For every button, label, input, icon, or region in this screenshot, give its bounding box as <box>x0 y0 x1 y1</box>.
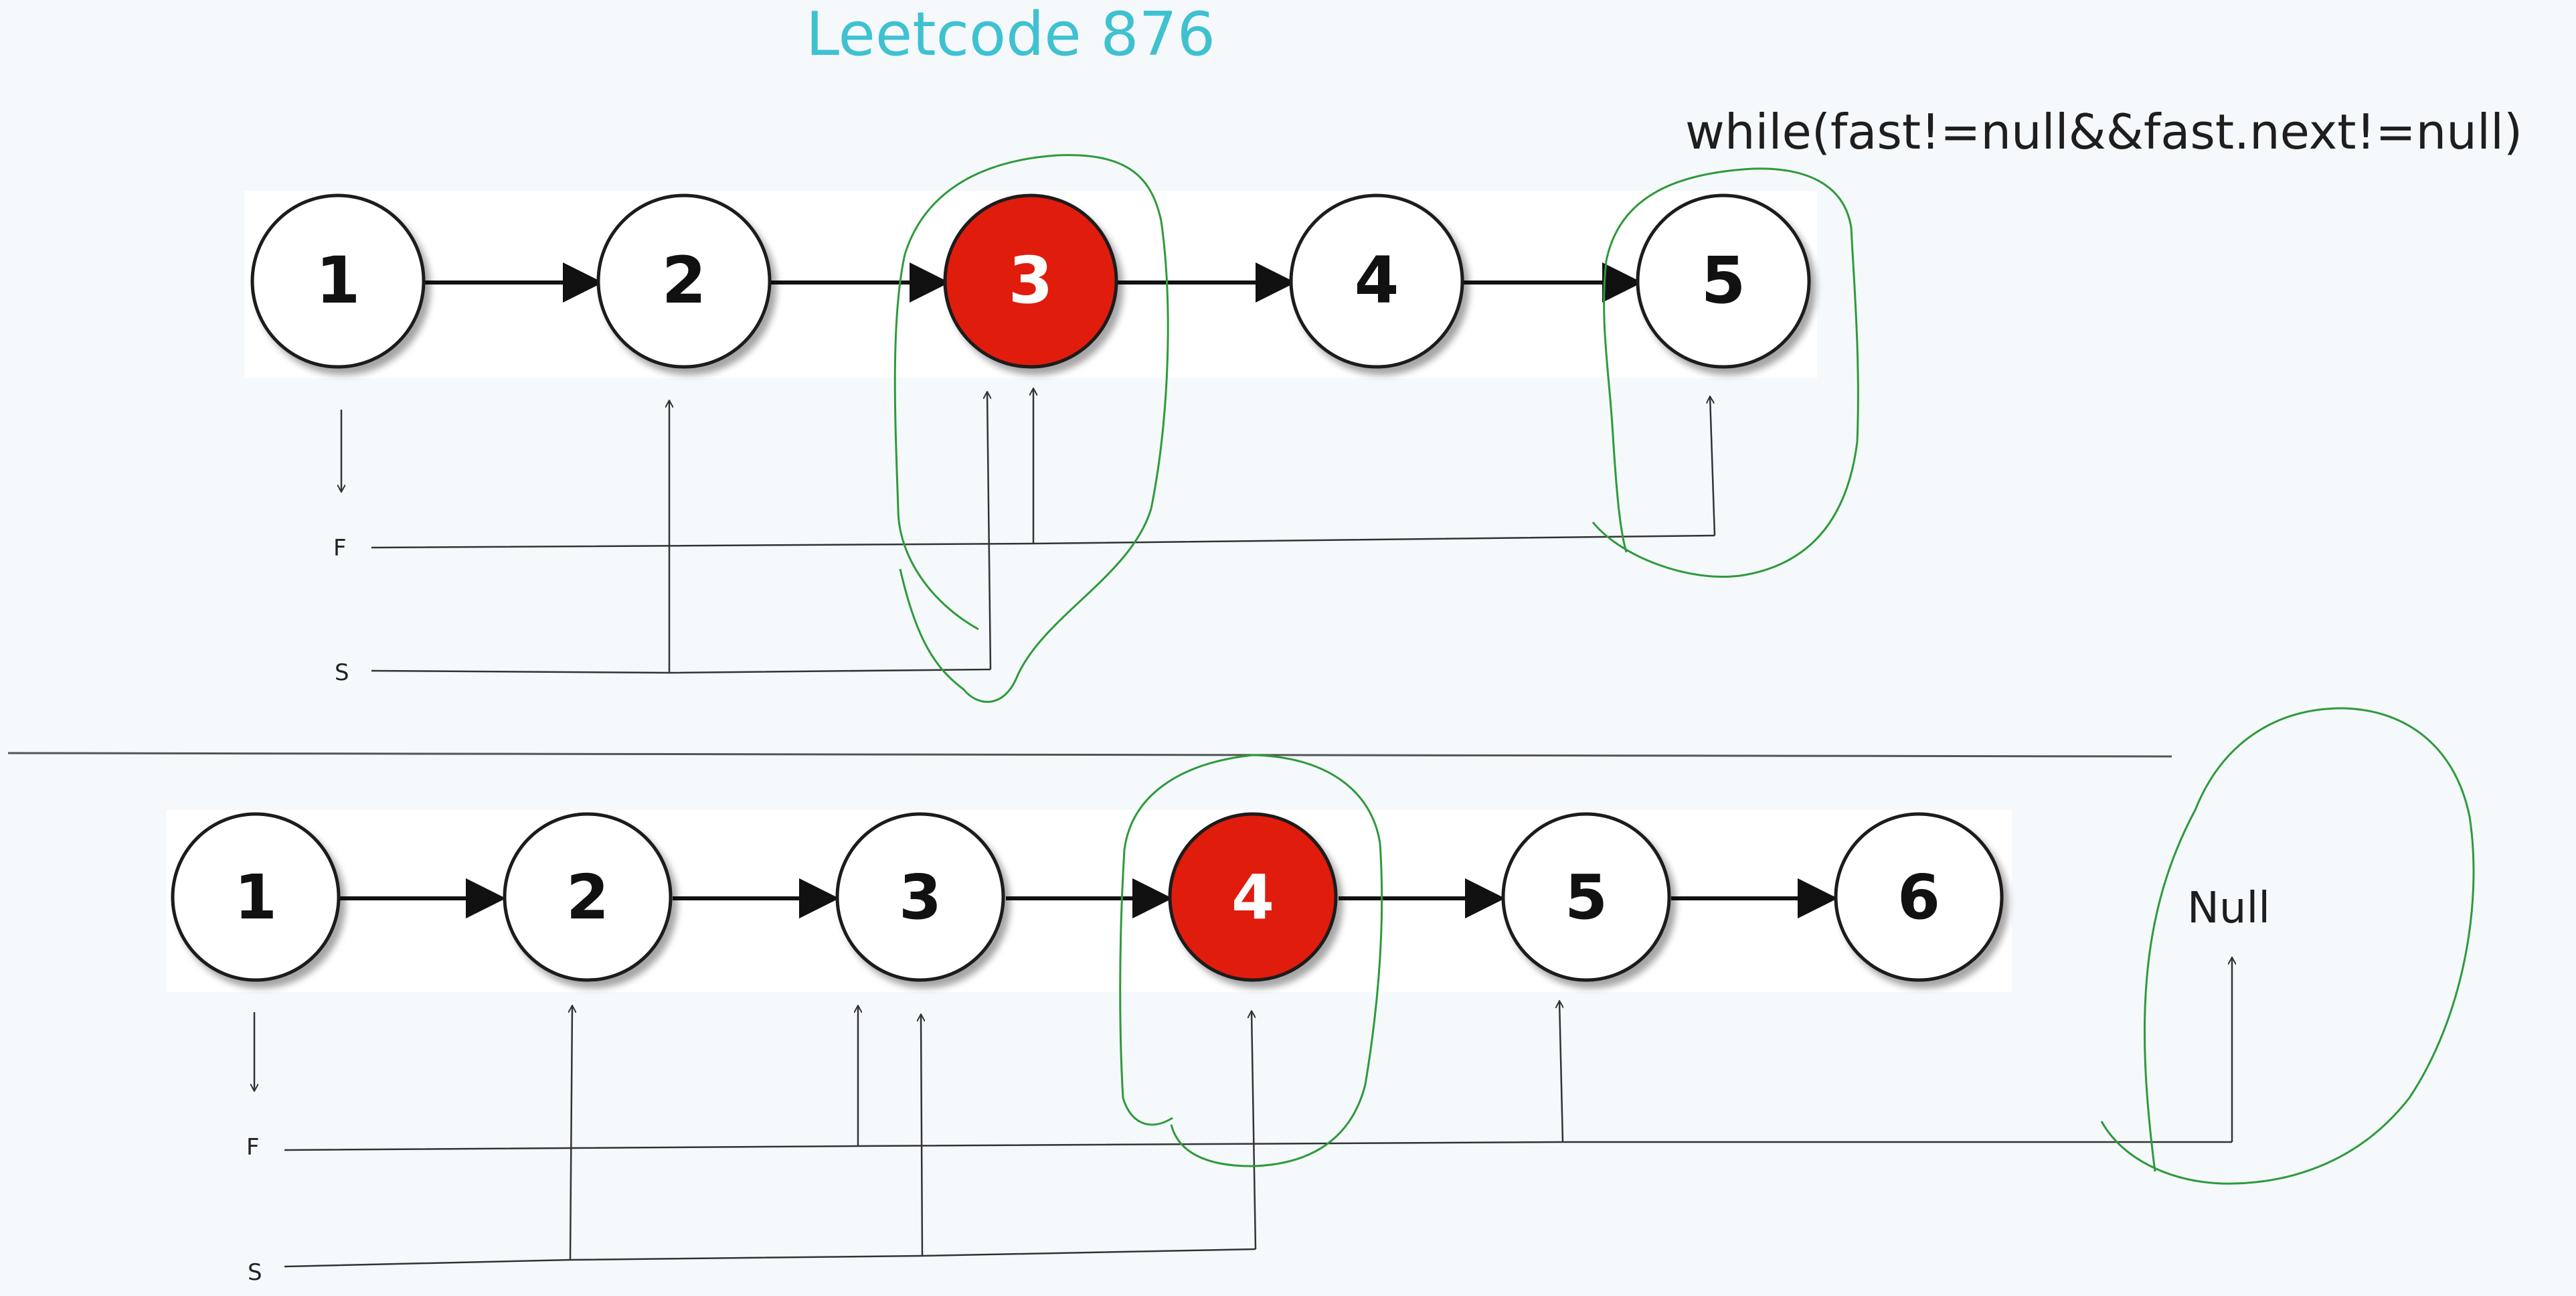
top-pointer-traces <box>341 388 1716 674</box>
slow-label: S <box>248 1259 262 1286</box>
node-value: 6 <box>1897 862 1940 933</box>
node-value: 3 <box>899 862 942 933</box>
arrow-up-icon <box>570 1005 572 1261</box>
annotation-circle <box>893 154 1169 703</box>
arrow-up-icon <box>987 392 992 670</box>
node-value: 5 <box>1701 243 1746 318</box>
list-node-middle: 3 <box>943 193 1118 369</box>
list-node: 1 <box>171 812 341 982</box>
node-value: 4 <box>1231 862 1274 933</box>
arrow-up-icon <box>921 1014 922 1257</box>
bottom-pointer-traces <box>254 957 2232 1268</box>
loop-condition: while(fast!=null&&fast.next!=null) <box>1685 104 2522 160</box>
node-value: 5 <box>1565 862 1608 933</box>
section-divider <box>7 752 2172 758</box>
top-linked-list: 1 2 3 4 5 <box>250 193 1811 369</box>
annotation-circle <box>1119 754 1383 1167</box>
node-value: 1 <box>234 862 277 933</box>
list-node: 3 <box>835 812 1005 982</box>
fast-label: F <box>246 1134 260 1161</box>
arrow-up-icon <box>1559 1001 1563 1143</box>
list-node: 4 <box>1289 193 1464 369</box>
slow-pointer-path <box>284 1248 1256 1268</box>
list-node: 6 <box>1834 812 2004 982</box>
node-value: 1 <box>316 243 361 318</box>
arrow-up-icon <box>1710 396 1716 536</box>
slow-label: S <box>335 659 349 686</box>
list-node-middle: 4 <box>1168 812 1338 982</box>
node-value: 2 <box>566 862 609 933</box>
node-value: 4 <box>1355 243 1399 318</box>
annotation-circle <box>2100 707 2475 1185</box>
null-label: Null <box>2187 884 2270 933</box>
slow-pointer-path <box>371 668 991 674</box>
list-node: 1 <box>250 193 426 369</box>
node-value: 3 <box>1009 243 1053 318</box>
bottom-linked-list: 1 2 3 4 5 6 <box>171 812 2004 982</box>
bottom-list-lane <box>166 810 2012 992</box>
fast-label: F <box>333 535 347 562</box>
fast-pointer-path <box>284 1141 2232 1151</box>
diagram-title: Leetcode 876 <box>806 0 1215 70</box>
annotation-circle <box>1592 167 1859 578</box>
node-value: 2 <box>662 243 707 318</box>
list-node: 2 <box>503 812 673 982</box>
list-node: 5 <box>1501 812 1671 982</box>
list-node: 5 <box>1636 193 1811 369</box>
arrow-up-icon <box>1252 1011 1257 1250</box>
list-node: 2 <box>596 193 772 369</box>
fast-pointer-path <box>371 534 1715 549</box>
